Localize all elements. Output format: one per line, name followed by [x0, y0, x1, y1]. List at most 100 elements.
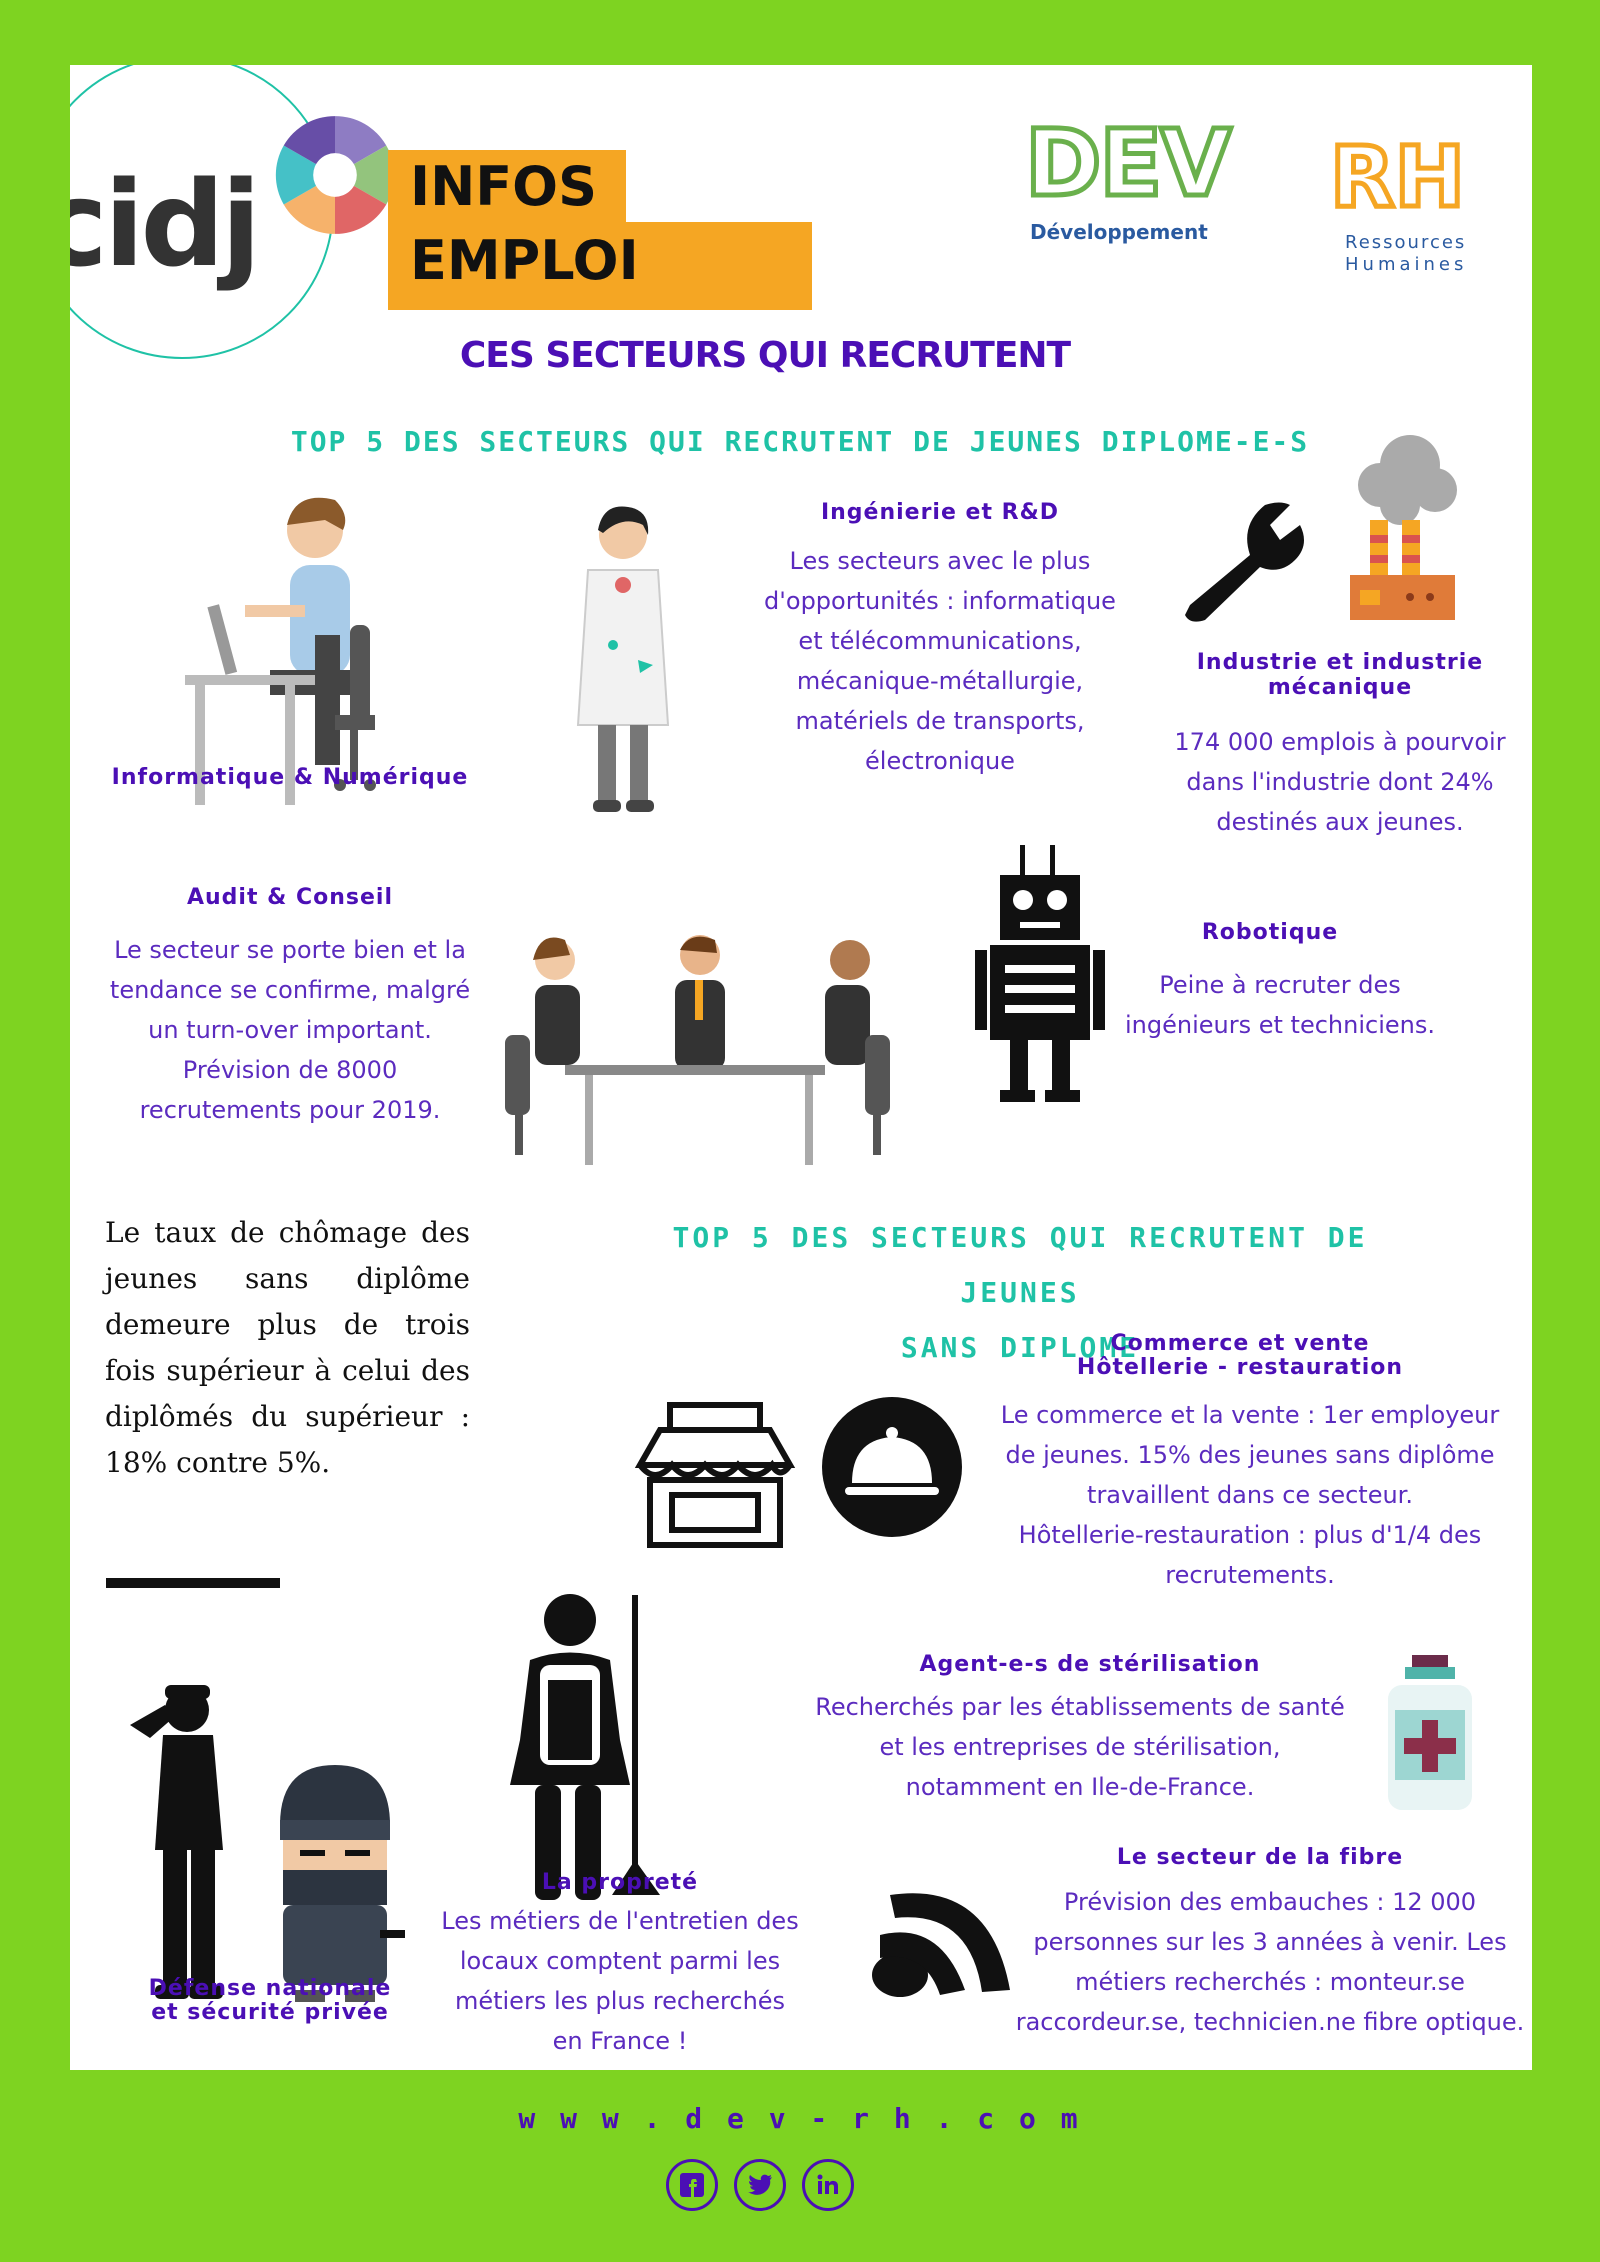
devrh-rh-text: RH [1328, 126, 1468, 229]
banner-line-2: EMPLOI [410, 229, 639, 292]
audit-text-line: tendance se confirme, malgré [109, 976, 471, 1004]
robotique-text-line: ingénieurs et techniciens. [1125, 1011, 1435, 1039]
banner-box-1 [388, 150, 626, 230]
cidj-logo-text: cidj [70, 155, 261, 293]
audit-title: Audit & Conseil [186, 885, 394, 910]
quote-line: demeure plus de trois [105, 1308, 470, 1341]
factory-icon [1350, 435, 1457, 620]
proprete-text-line: locaux comptent parmi les [459, 1947, 781, 1975]
banner-box-2 [388, 222, 812, 310]
robot-icon [975, 845, 1105, 1102]
sterilisation-text-line: notamment en Ile-de-France. [905, 1773, 1255, 1801]
ingenierie-text-line: d'opportunités : informatique [764, 587, 1116, 615]
page-title: CES SECTEURS QUI RECRUTENT [459, 335, 1071, 376]
devrh-dev-text: DEV [1022, 108, 1233, 220]
security-guard-icon [280, 1765, 405, 2002]
commerce-text-line: recrutements. [1165, 1561, 1335, 1589]
commerce-title-line-1: Commerce et vente [1110, 1331, 1370, 1356]
informatique-title: Informatique & Numérique [111, 765, 469, 790]
meeting-icon [505, 935, 890, 1165]
linkedin-icon[interactable] [802, 2159, 854, 2211]
office-worker-icon [185, 497, 376, 805]
industrie-title-line-1: Industrie et industrie [1196, 650, 1484, 675]
fibre-text-line: métiers recherchés : monteur.se [1075, 1968, 1465, 1996]
fibre-text: Prévision des embauches : 12 000 personn… [1005, 1882, 1532, 2042]
ingenierie-text-line: Les secteurs avec le plus [789, 547, 1091, 575]
commerce-text: Le commerce et la vente : 1er employeur … [970, 1395, 1530, 1595]
scientist-icon [576, 506, 670, 812]
proprete-text-line: Les métiers de l'entretien des [441, 1907, 799, 1935]
quote-line: Le taux de chômage des [105, 1216, 470, 1249]
devrh-sub-right-1: Ressources [1345, 232, 1467, 253]
audit-text: Le secteur se porte bien et la tendance … [80, 930, 500, 1130]
commerce-text-line: Hôtellerie-restauration : plus d'1/4 des [1018, 1521, 1482, 1549]
divider-line [106, 1578, 280, 1588]
quote-line: jeunes sans diplôme [105, 1262, 470, 1295]
ingenierie-text-line: mécanique-métallurgie, [796, 667, 1084, 695]
proprete-text-line: en France ! [552, 2027, 688, 2055]
wrench-icon [1185, 502, 1304, 622]
defense-title-line-2: et sécurité privée [151, 2000, 389, 2025]
robotique-text-line: Peine à recruter des [1159, 971, 1401, 999]
sterilisation-text-line: et les entreprises de stérilisation, [879, 1733, 1281, 1761]
section-1-heading: TOP 5 DES SECTEURS QUI RECRUTENT DE JEUN… [290, 425, 1310, 458]
fibre-text-line: raccordeur.se, technicien.ne fibre optiq… [1015, 2008, 1525, 2036]
banner-line-1: INFOS [410, 155, 597, 218]
industrie-text-line: 174 000 emplois à pourvoir [1174, 728, 1506, 756]
audit-text-line: un turn-over important. [148, 1016, 432, 1044]
footer-url[interactable]: w w w . d e v - r h . c o m [518, 2102, 1082, 2135]
section-2-heading-line-1: TOP 5 DES SECTEURS QUI RECRUTENT DE JEUN… [672, 1221, 1368, 1309]
sterilisation-text: Recherchés par les établissements de san… [800, 1687, 1360, 1807]
industrie-text-line: dans l'industrie dont 24% [1186, 768, 1494, 796]
fibre-title: Le secteur de la fibre [1116, 1845, 1404, 1870]
social-links [666, 2159, 854, 2211]
infographic-page: cidj INFOS EMPLOI DEV RH Développement R… [70, 65, 1532, 2070]
cidj-logo: cidj [70, 65, 395, 375]
rss-fibre-icon [872, 1893, 1010, 1997]
shop-icon [634, 1402, 796, 1548]
proprete-text: Les métiers de l'entretien des locaux co… [410, 1901, 830, 2061]
commerce-text-line: de jeunes. 15% des jeunes sans diplôme [1005, 1441, 1495, 1469]
medicine-bottle-icon [1388, 1655, 1472, 1810]
commerce-title-line-2: Hôtellerie - restauration [1076, 1355, 1404, 1380]
defense-title: Défense nationale et sécurité privée [120, 1977, 420, 2025]
soldier-salute-icon [130, 1685, 223, 1999]
cloche-icon [822, 1397, 962, 1537]
ingenierie-title: Ingénierie et R&D [820, 500, 1060, 525]
audit-text-line: Le secteur se porte bien et la [114, 936, 466, 964]
twitter-icon[interactable] [734, 2159, 786, 2211]
audit-text-line: Prévision de 8000 [182, 1056, 398, 1084]
industrie-text: 174 000 emplois à pourvoir dans l'indust… [1150, 722, 1530, 842]
commerce-text-line: travaillent dans ce secteur. [1087, 1481, 1413, 1509]
quote-line: fois supérieur à celui des [105, 1354, 470, 1387]
unemployment-quote: Le taux de chômage des jeunes sans diplô… [105, 1210, 470, 1486]
industrie-title: Industrie et industrie mécanique [1180, 650, 1500, 700]
industrie-text-line: destinés aux jeunes. [1216, 808, 1464, 836]
section-2-heading: TOP 5 DES SECTEURS QUI RECRUTENT DE JEUN… [630, 1210, 1410, 1375]
cleaner-icon [510, 1594, 660, 1900]
fibre-text-line: personnes sur les 3 années à venir. Les [1033, 1928, 1507, 1956]
ingenierie-text-line: et télécommunications, [798, 627, 1082, 655]
defense-title-line-1: Défense nationale [148, 1976, 392, 2001]
robotique-title: Robotique [1201, 920, 1339, 945]
ingenierie-text-line: matériels de transports, [795, 707, 1085, 735]
facebook-icon[interactable] [666, 2159, 718, 2211]
audit-text-line: recrutements pour 2019. [139, 1096, 441, 1124]
commerce-title: Commerce et vente Hôtellerie - restaurat… [1040, 1332, 1440, 1380]
ingenierie-text: Les secteurs avec le plus d'opportunités… [710, 541, 1170, 781]
proprete-text-line: métiers les plus recherchés [454, 1987, 786, 2015]
cidj-pie-icon [275, 116, 395, 234]
fibre-text-line: Prévision des embauches : 12 000 [1063, 1888, 1477, 1916]
commerce-text-line: Le commerce et la vente : 1er employeur [1000, 1401, 1500, 1429]
industrie-title-line-2: mécanique [1267, 675, 1413, 700]
ingenierie-text-line: électronique [865, 747, 1015, 775]
sterilisation-title: Agent-e-s de stérilisation [919, 1652, 1261, 1677]
quote-line: diplômés du supérieur : [105, 1400, 470, 1433]
sterilisation-text-line: Recherchés par les établissements de san… [815, 1693, 1345, 1721]
quote-line: 18% contre 5%. [105, 1446, 331, 1479]
robotique-text: Peine à recruter des ingénieurs et techn… [1120, 965, 1440, 1045]
proprete-title: La propreté [541, 1870, 699, 1895]
devrh-logo: DEV RH Développement Ressources Humaines [1022, 108, 1525, 276]
section-2-heading-line-2: SANS DIPLOME [900, 1331, 1140, 1364]
devrh-sub-right-2: Humaines [1345, 254, 1468, 275]
